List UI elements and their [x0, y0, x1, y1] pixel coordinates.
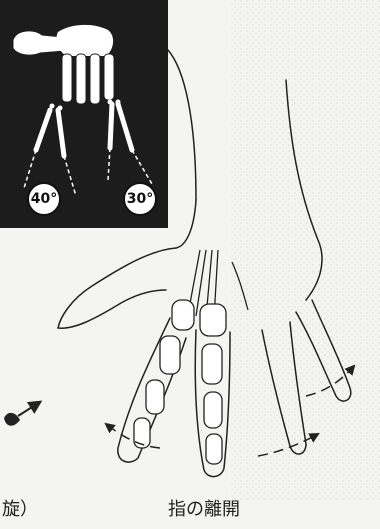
angle-label-30: 30° [123, 182, 157, 216]
inset-carpals [56, 25, 113, 56]
figure-caption: 指の離開 [168, 495, 240, 521]
stipple-texture [230, 0, 380, 500]
finger-bones [134, 300, 226, 464]
caption-fragment: 旋） [2, 495, 38, 521]
angle-label-40: 40° [27, 182, 61, 216]
left-fragment-arrow [4, 402, 40, 426]
